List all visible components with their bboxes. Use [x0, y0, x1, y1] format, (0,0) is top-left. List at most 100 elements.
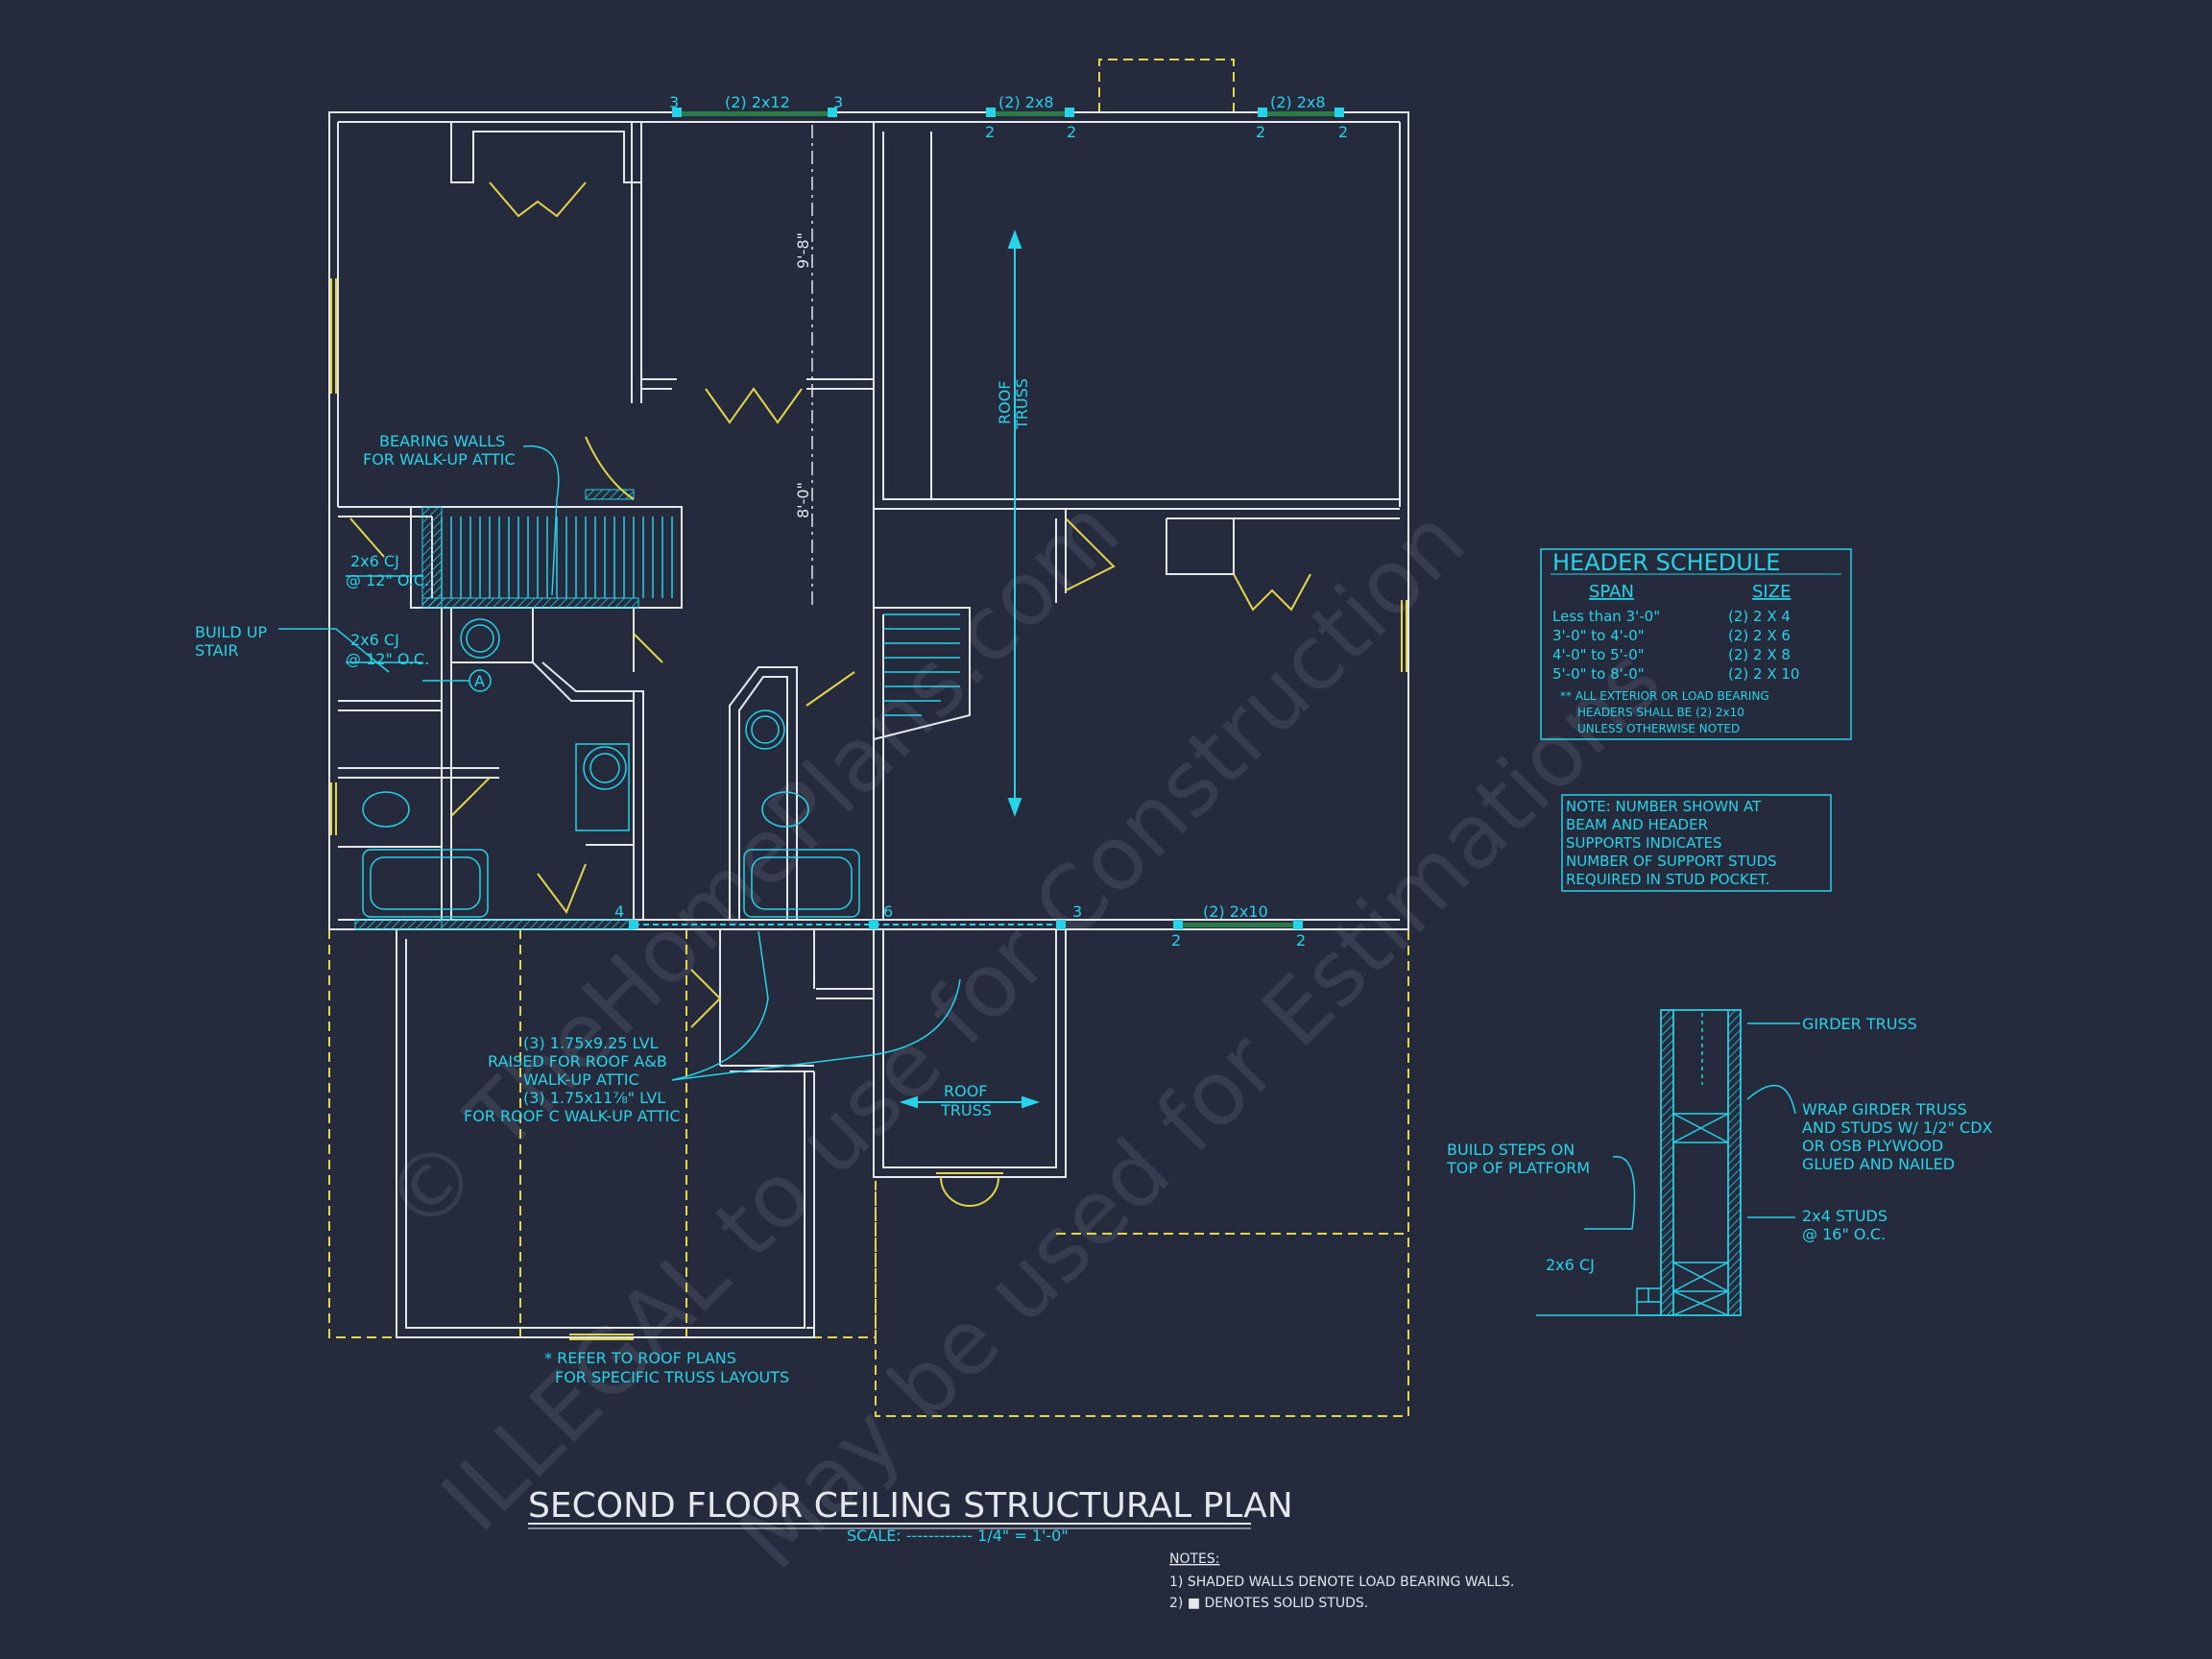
note-line: SUPPORTS INDICATES — [1566, 834, 1722, 852]
interior-walls — [338, 122, 1400, 1072]
wrap-label: AND STUDS W/ 1/2" CDX — [1802, 1118, 1993, 1137]
roof-truss-label-2: TRUSS — [1013, 378, 1031, 430]
solid-stud — [869, 920, 878, 929]
lvl-note-3: WALK-UP ATTIC — [523, 1070, 639, 1089]
schedule-size: (2) 2 X 6 — [1728, 627, 1791, 644]
stud-count: 2 — [1338, 123, 1348, 141]
wrap-label: GLUED AND NAILED — [1802, 1155, 1955, 1173]
schedule-size: (2) 2 X 10 — [1728, 665, 1799, 683]
stair-left — [441, 517, 673, 598]
stud-count: 2 — [1296, 931, 1306, 950]
leader-lines — [278, 445, 961, 1081]
cj-label-2b: @ 12" O.C. — [346, 650, 429, 668]
windows — [330, 278, 1407, 1340]
studs-label: 2x4 STUDS — [1802, 1207, 1887, 1225]
schedule-size: (2) 2 X 8 — [1728, 646, 1791, 663]
note-line: REQUIRED IN STUD POCKET. — [1566, 871, 1770, 888]
lvl-note-4: (3) 1.75x11⅞" LVL — [523, 1089, 665, 1107]
schedule-span: Less than 3'-0" — [1552, 608, 1660, 625]
header-schedule: HEADER SCHEDULE SPAN SIZE Less than 3'-0… — [1540, 548, 1852, 740]
cj-label-2: 2x6 CJ — [350, 631, 399, 649]
solid-stud — [1258, 108, 1267, 117]
stud-note-box: NOTE: NUMBER SHOWN AT BEAM AND HEADER SU… — [1561, 794, 1832, 892]
lvl-note-1: (3) 1.75x9.25 LVL — [523, 1034, 659, 1052]
roof-truss-span — [899, 229, 1041, 1109]
section-marker-label: A — [474, 672, 485, 690]
refer-note-1: * REFER TO ROOF PLANS — [544, 1349, 736, 1367]
bearing-walls-label-2: FOR WALK-UP ATTIC — [363, 450, 516, 469]
stud-count: 2 — [985, 123, 995, 141]
solid-stud — [672, 108, 682, 117]
build-up-stair-label-2: STAIR — [195, 641, 238, 660]
solid-stud — [1293, 920, 1303, 929]
note-line: NUMBER OF SUPPORT STUDS — [1566, 853, 1777, 870]
solid-stud — [1056, 920, 1066, 929]
schedule-footnote: UNLESS OTHERWISE NOTED — [1577, 722, 1740, 735]
cj-label-1b: @ 12" O.C. — [346, 571, 429, 589]
build-up-stair-label-1: BUILD UP — [195, 623, 267, 641]
notes-title: NOTES: — [1169, 1551, 1220, 1567]
header-label: (2) 2x10 — [1203, 902, 1268, 921]
wrap-label: OR OSB PLYWOOD — [1802, 1137, 1943, 1155]
stud-count: 6 — [883, 902, 893, 921]
note-line: BEAM AND HEADER — [1566, 816, 1708, 833]
studs-label: @ 16" O.C. — [1802, 1225, 1886, 1243]
dimension-9-8: 9'-8" — [794, 232, 812, 269]
schedule-col-size: SIZE — [1752, 582, 1791, 602]
detail-cj-label: 2x6 CJ — [1546, 1256, 1595, 1274]
lvl-note-5: FOR ROOF C WALK-UP ATTIC — [464, 1107, 681, 1125]
build-steps-label: BUILD STEPS ON — [1447, 1141, 1575, 1159]
schedule-footnote: HEADERS SHALL BE (2) 2x10 — [1577, 706, 1744, 719]
solid-stud — [1334, 108, 1344, 117]
dimension-8-0: 8'-0" — [794, 482, 812, 518]
fixtures — [362, 618, 860, 918]
lvl-note-2: RAISED FOR ROOF A&B — [488, 1052, 667, 1070]
stud-count: 2 — [1067, 123, 1076, 141]
note-item: 1) SHADED WALLS DENOTE LOAD BEARING WALL… — [1169, 1575, 1514, 1590]
stud-count: 4 — [614, 902, 624, 921]
build-steps-label: TOP OF PLATFORM — [1446, 1159, 1590, 1177]
solid-stud — [629, 920, 638, 929]
title-block: SECOND FLOOR CEILING STRUCTURAL PLAN SCA… — [528, 1486, 1293, 1545]
header-label: (2) 2x8 — [1270, 93, 1326, 111]
girder-truss-label: GIRDER TRUSS — [1802, 1015, 1917, 1033]
header-label: (2) 2x12 — [725, 93, 790, 111]
doors — [349, 181, 1311, 1028]
roof-truss-small-label-1: ROOF — [944, 1082, 988, 1100]
roof-truss-label-1: ROOF — [996, 380, 1014, 424]
solid-stud — [828, 108, 837, 117]
schedule-col-span: SPAN — [1589, 582, 1634, 602]
solid-stud — [986, 108, 996, 117]
stud-count: 3 — [669, 93, 679, 111]
stud-count: 2 — [1256, 123, 1265, 141]
header-label: (2) 2x8 — [998, 93, 1054, 111]
note-item: 2) ■ DENOTES SOLID STUDS. — [1169, 1596, 1368, 1611]
girder-truss-detail — [1536, 1009, 1800, 1316]
solid-stud — [1173, 920, 1183, 929]
dimension-line: 9'-8" 8'-0" — [794, 125, 813, 605]
schedule-span: 5'-0" to 8'-0" — [1552, 665, 1645, 683]
note-line: NOTE: NUMBER SHOWN AT — [1566, 798, 1762, 815]
top-headers: (2) 2x12 3 3 (2) 2x8 2 2 (2) 2x8 2 2 — [669, 93, 1348, 141]
sheet-title: SECOND FLOOR CEILING STRUCTURAL PLAN — [528, 1486, 1293, 1526]
stud-count: 2 — [1171, 931, 1181, 950]
stud-count: 3 — [833, 93, 843, 111]
schedule-span: 4'-0" to 5'-0" — [1552, 646, 1645, 663]
schedule-size: (2) 2 X 4 — [1728, 608, 1791, 625]
bearing-walls-label-1: BEARING WALLS — [379, 432, 505, 450]
wrap-label: WRAP GIRDER TRUSS — [1802, 1100, 1967, 1118]
sheet-notes: NOTES: 1) SHADED WALLS DENOTE LOAD BEARI… — [1169, 1551, 1514, 1611]
schedule-span: 3'-0" to 4'-0" — [1552, 627, 1645, 644]
stair-right — [883, 613, 960, 716]
solid-stud — [1065, 108, 1074, 117]
refer-note-2: FOR SPECIFIC TRUSS LAYOUTS — [555, 1368, 789, 1386]
schedule-footnote: ** ALL EXTERIOR OR LOAD BEARING — [1560, 689, 1769, 703]
beam-line: 4 6 3 (2) 2x10 2 2 — [614, 902, 1306, 950]
load-bearing-walls — [354, 489, 639, 930]
stud-count: 3 — [1072, 902, 1082, 921]
roof-truss-small-label-2: TRUSS — [940, 1101, 992, 1119]
cj-label-1: 2x6 CJ — [350, 552, 399, 570]
sheet-scale: SCALE: ------------ 1/4" = 1'-0" — [847, 1527, 1069, 1545]
header-schedule-title: HEADER SCHEDULE — [1552, 549, 1780, 576]
